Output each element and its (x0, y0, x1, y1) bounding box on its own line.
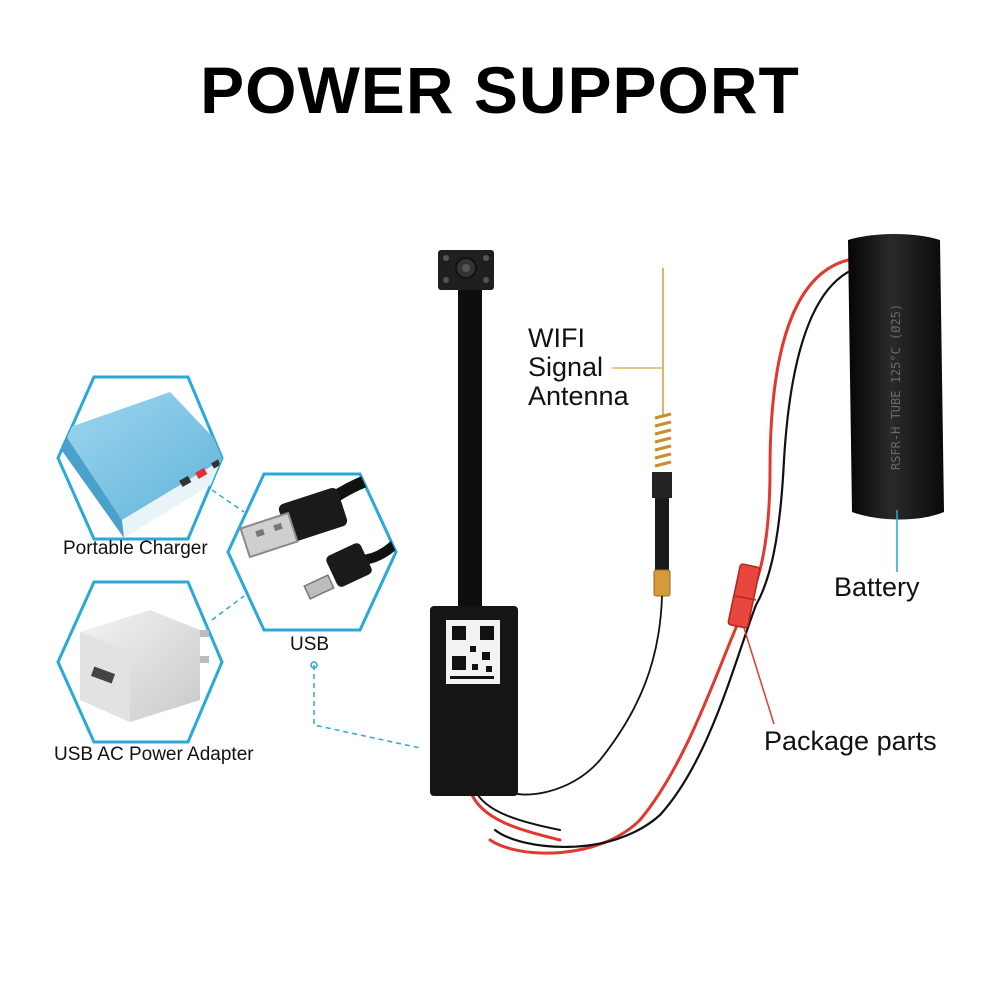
usb-cable-icon (226, 472, 398, 632)
connector-icon (727, 563, 761, 629)
svg-text:RSFR-H TUBE 125°C (Ø25): RSFR-H TUBE 125°C (Ø25) (889, 304, 903, 470)
dashed-connector-lines (211, 489, 421, 749)
label-antenna-line1: WIFI (528, 323, 585, 353)
power-bank-icon (56, 375, 224, 541)
package-parts-pointer (743, 627, 775, 725)
ac-adapter-icon (56, 580, 224, 744)
label-package-parts: Package parts (764, 726, 937, 756)
usb-anchor-dot (310, 661, 318, 669)
label-antenna-line3: Antenna (528, 381, 629, 411)
antenna-icon (504, 268, 672, 796)
label-battery: Battery (834, 572, 920, 602)
label-portable-charger: Portable Charger (63, 538, 208, 559)
label-antenna-line2: Signal (528, 352, 604, 382)
label-wifi-signal-antenna: WIFI Signal Antenna (528, 324, 629, 411)
page-title: POWER SUPPORT (200, 53, 800, 127)
label-usb: USB (290, 634, 330, 655)
camera-module-icon (430, 250, 518, 796)
label-usb-ac-power-adapter: USB AC Power Adapter (54, 744, 254, 765)
battery-icon: RSFR-H TUBE 125°C (Ø25) (848, 234, 944, 520)
